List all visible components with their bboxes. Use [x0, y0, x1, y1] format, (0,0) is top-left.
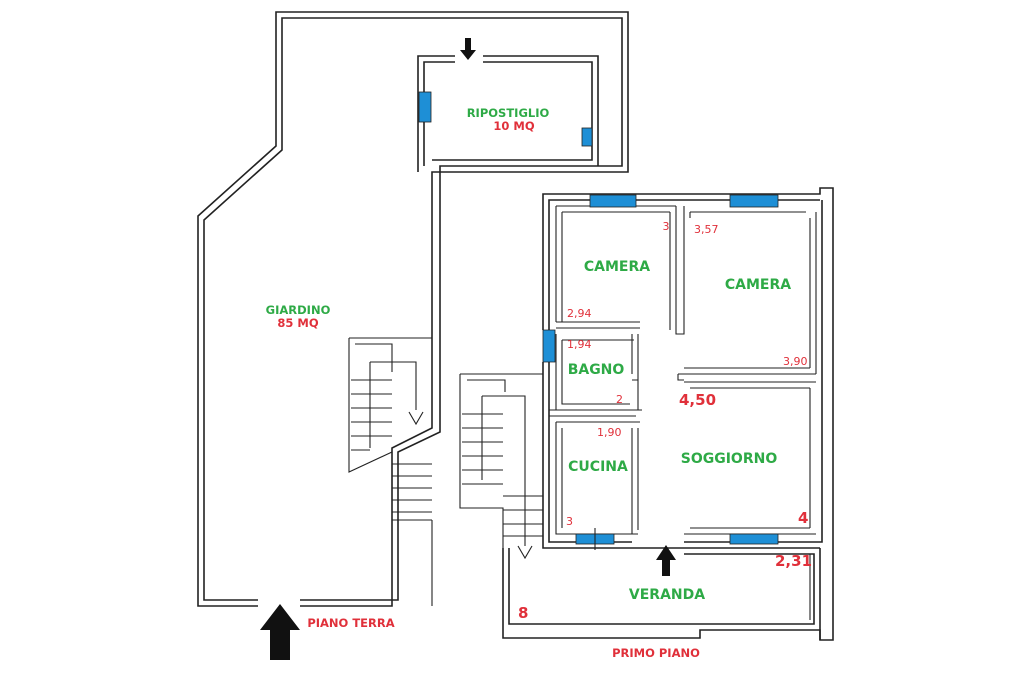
living-room-walls: [684, 381, 816, 535]
bedroom-2-dim-top: 3,57: [694, 223, 719, 236]
kitchen-dim-top: 1,90: [597, 426, 622, 439]
living-room-dim-side: 4: [798, 509, 808, 527]
kitchen-name: CUCINA: [568, 459, 628, 475]
bedroom-1-name: CAMERA: [584, 259, 650, 275]
ground-floor-stair: [348, 337, 433, 606]
bedroom-2-name: CAMERA: [725, 277, 791, 293]
living-room-dim-top: 4,50: [679, 391, 716, 409]
garden-area: 85 MQ: [277, 316, 318, 330]
bathroom-window: [542, 329, 556, 363]
first-floor-title: PRIMO PIANO: [612, 646, 700, 660]
storage-name: RIPOSTIGLIO: [467, 106, 550, 120]
bedroom-2-window: [729, 194, 779, 208]
storage-entrance-arrow-icon: [460, 38, 476, 60]
bedroom-partition: [669, 206, 685, 335]
kitchen-dim-side: 3: [566, 515, 573, 528]
storage-area: 10 MQ: [493, 119, 534, 133]
bedroom-2-dim-side: 3,90: [783, 355, 808, 368]
veranda-name: VERANDA: [629, 587, 705, 603]
first-floor-stair: [459, 373, 543, 560]
kitchen-walls: [555, 421, 640, 535]
bedroom-1-window: [589, 194, 637, 208]
garden-boundary: [197, 11, 629, 607]
living-room-name: SOGGIORNO: [681, 451, 778, 467]
veranda-walls: [502, 548, 821, 640]
first-floor-outer-wall: [542, 187, 834, 641]
ground-floor-plan: [197, 11, 629, 660]
first-floor-entrance-arrow-icon: [656, 545, 676, 576]
bathroom-dim-side: 2: [616, 393, 623, 406]
bedroom-1-dim-top: 3: [663, 220, 670, 233]
stair-direction-arrow-icon-first-floor: [517, 545, 533, 560]
bathroom-name: BAGNO: [568, 362, 625, 378]
bathroom-dim-top: 1,94: [567, 338, 592, 351]
ground-floor-title: PIANO TERRA: [307, 616, 394, 630]
garden-name: GIARDINO: [266, 303, 331, 317]
storage-walls: [417, 55, 599, 172]
labels: RIPOSTIGLIO 10 MQ GIARDINO 85 MQ PIANO T…: [266, 106, 812, 660]
garden-boundary-inner: [203, 17, 623, 601]
bathroom-kitchen-partition: [549, 409, 642, 417]
veranda-dim-top: 2,31: [775, 552, 812, 570]
bedroom-2-walls: [677, 211, 817, 381]
entrance-arrow-icon: [260, 604, 300, 660]
first-floor-plan: [459, 187, 834, 641]
bedroom-1-dim-side: 2,94: [567, 307, 592, 320]
stair-direction-arrow-icon: [408, 411, 424, 426]
living-room-window: [729, 533, 779, 545]
veranda-dim-side: 8: [518, 604, 528, 622]
storage-window-right: [581, 127, 593, 147]
storage-window-left: [418, 91, 432, 123]
